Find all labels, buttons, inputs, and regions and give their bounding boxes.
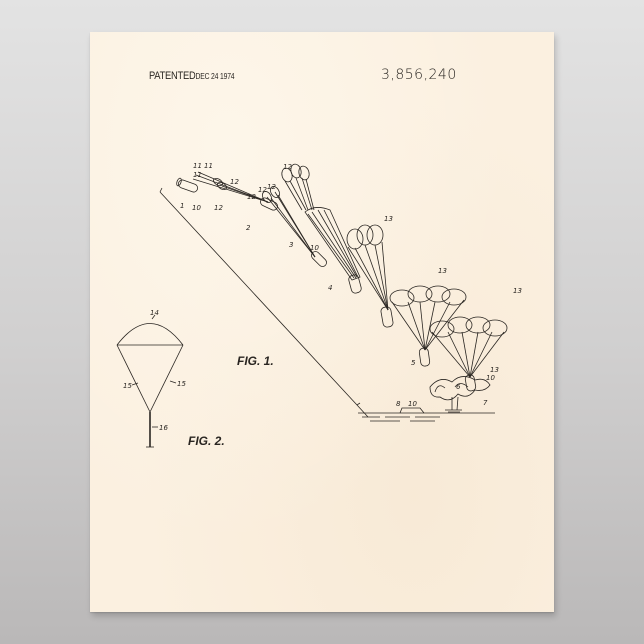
ref-shroud-lines-right: 15 <box>177 380 186 388</box>
ref-drogue-chute-3: 12 <box>247 193 256 201</box>
trajectory-line <box>159 187 369 418</box>
stage-drogue-cluster <box>281 163 315 211</box>
fig2-caption: FIG. 2. <box>188 434 225 448</box>
fig2-canopy-diagram <box>116 314 184 448</box>
ref-drogue-line-b: 11 <box>204 162 213 170</box>
ref-water: 8 <box>396 400 401 408</box>
ref-drogue-chute-2: 12 <box>230 178 239 186</box>
ref-drogue-line-a: 11 <box>193 162 202 170</box>
ref-main-chute-3: 13 <box>513 287 522 295</box>
stage-3-drogue <box>262 186 327 267</box>
ref-canopy: 14 <box>150 309 159 317</box>
stage-6-label: 6 <box>456 383 461 391</box>
fig1-caption: FIG. 1. <box>237 354 274 368</box>
stage-4-label: 4 <box>328 284 332 292</box>
stage-3-label: 3 <box>289 241 293 249</box>
ref-riser: 16 <box>159 424 168 432</box>
patent-number: 3,856,240 <box>381 67 457 83</box>
ref-drogue-chute-4: 12 <box>258 186 267 194</box>
patented-date: DEC 24 1974 <box>195 72 235 81</box>
ref-drogue-chute-5: 12 <box>267 183 276 191</box>
ref-shroud-lines-left: 15 <box>123 382 132 390</box>
stage-7-label: 7 <box>483 399 488 407</box>
ref-canister-1: 10 <box>192 204 201 212</box>
patent-date-header: PATENTEDDEC 24 1974 <box>149 70 235 82</box>
ref-canister-3: 10 <box>310 244 319 252</box>
stage-5-main-chutes <box>389 285 467 367</box>
ref-canister-water: 10 <box>408 400 417 408</box>
stage-2-label: 2 <box>246 224 251 232</box>
stage-1-canister <box>176 177 199 193</box>
ref-drogue-line-c: 11 <box>193 171 202 179</box>
stage-4-chute <box>304 207 362 294</box>
ref-drogue-chute-1: 12 <box>214 204 223 212</box>
stage-5-label: 5 <box>411 359 416 367</box>
patent-poster: PATENTEDDEC 24 1974 3,856,240 <box>90 32 554 612</box>
stage-7-splashdown <box>429 376 491 413</box>
patented-label: PATENTED <box>149 70 196 82</box>
stage-2-drogue <box>192 171 278 211</box>
stage-4b-chute <box>346 224 394 328</box>
water-surface <box>358 407 495 422</box>
ref-main-chute-2: 13 <box>438 267 447 275</box>
stage-6-main-chutes <box>429 316 508 392</box>
ref-main-chute-4: 13 <box>490 366 499 374</box>
ref-canister-6: 10 <box>486 374 495 382</box>
ref-main-chute-1: 13 <box>384 215 393 223</box>
stage-1-label: 1 <box>180 202 184 210</box>
patent-drawing: 1 10 12 11 11 11 12 2 12 12 12 3 10 12 4… <box>116 162 522 448</box>
ref-drogue-chute-6: 12 <box>283 163 292 171</box>
